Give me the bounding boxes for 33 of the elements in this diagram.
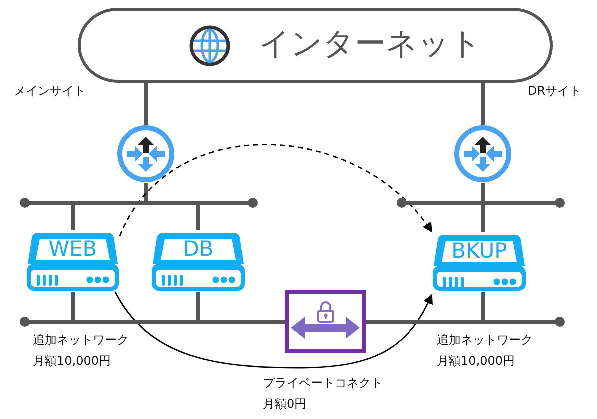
network-label: 追加ネットワーク xyxy=(33,333,129,347)
server: BKUP xyxy=(432,232,527,292)
network-cable xyxy=(230,320,285,324)
network-cable xyxy=(366,320,410,324)
curved-arrow xyxy=(114,292,433,369)
server: WEB xyxy=(26,230,120,292)
network-bus xyxy=(20,317,230,327)
node-label: インターネット xyxy=(259,25,482,63)
server: DB xyxy=(151,230,246,292)
network-cable xyxy=(144,83,148,125)
network-label: 追加ネットワーク xyxy=(437,333,533,347)
price-note: 月額10,000円 xyxy=(33,354,111,368)
network-cable xyxy=(196,292,200,322)
network-cable xyxy=(144,183,148,203)
router-icon xyxy=(454,125,512,183)
price-note: 月額0円 xyxy=(263,397,307,411)
network-bus xyxy=(397,198,565,208)
price-note: 月額10,000円 xyxy=(437,354,515,368)
network-cable xyxy=(71,203,75,230)
network-cable xyxy=(71,292,75,322)
private-connect-box xyxy=(285,290,366,353)
curved-arrow xyxy=(119,144,433,237)
network-cable xyxy=(481,183,485,203)
network-bus xyxy=(410,317,565,327)
site-label: DRサイト xyxy=(528,84,582,98)
network-bus xyxy=(20,198,258,208)
network-label: プライベートコネクト xyxy=(263,376,383,390)
router-icon xyxy=(117,125,175,183)
network-cable xyxy=(196,203,200,230)
site-label: メインサイト xyxy=(14,84,86,98)
network-cable xyxy=(481,83,485,125)
network-cable xyxy=(481,292,485,322)
network-cable xyxy=(481,203,485,232)
